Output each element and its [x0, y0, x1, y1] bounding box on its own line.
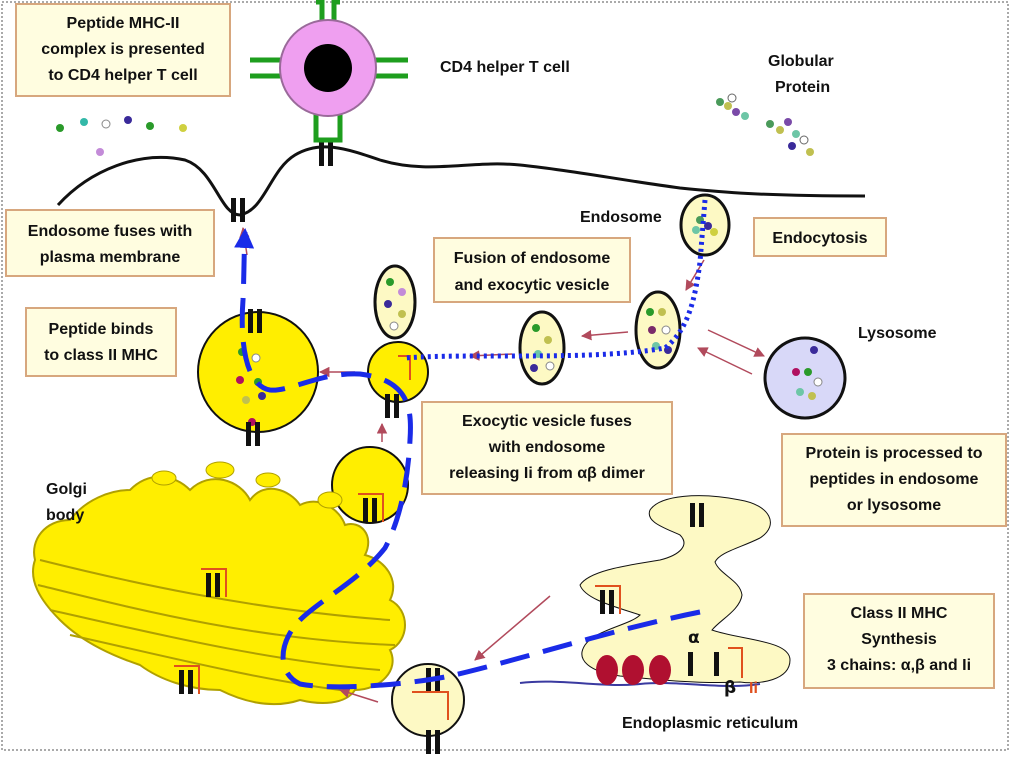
box-peptide-mhc-presented: Peptide MHC-II complex is presented to C…: [15, 3, 231, 97]
globular-protein-label-1: Globular: [768, 53, 834, 70]
svg-text:plasma membrane: plasma membrane: [40, 249, 181, 266]
globular-protein: [716, 93, 814, 156]
free-peptides: [56, 116, 187, 156]
box-fusion-endosome-exocytic: Fusion of endosome and exocytic vesicle: [433, 237, 631, 303]
plasma-membrane: [56, 145, 866, 217]
golgi-body: [32, 461, 406, 706]
svg-text:and exocytic vesicle: and exocytic vesicle: [455, 277, 610, 294]
box-exocytic-vesicle-fuses: Exocytic vesicle fuses with endosome rel…: [421, 401, 673, 495]
peptide-binding-vesicle: [197, 309, 319, 446]
box-peptide-binds: Peptide binds to class II MHC: [25, 307, 177, 377]
er-transport-vesicle: [391, 663, 465, 754]
ii-label: Ii: [749, 680, 758, 697]
box-endocytosis: Endocytosis: [753, 217, 887, 257]
box-protein-processed: Protein is processed to peptides in endo…: [781, 433, 1007, 527]
svg-text:with endosome: with endosome: [488, 439, 606, 456]
membrane-mhc-left: [231, 198, 245, 222]
exocytic-vesicle: [331, 446, 409, 524]
svg-text:Peptide MHC-II: Peptide MHC-II: [67, 15, 180, 32]
er-label: Endoplasmic reticulum: [622, 715, 798, 732]
svg-text:to class II MHC: to class II MHC: [44, 347, 158, 364]
svg-text:Endocytosis: Endocytosis: [772, 230, 867, 247]
svg-text:or lysosome: or lysosome: [847, 497, 941, 514]
svg-text:complex is presented: complex is presented: [41, 41, 205, 58]
endosome-vesicle: [679, 193, 731, 257]
endosome-label: Endosome: [580, 209, 662, 226]
lysosome: [763, 336, 847, 420]
cd4-t-cell: [250, 0, 408, 143]
alpha-label: α: [688, 628, 700, 648]
svg-text:Synthesis: Synthesis: [861, 631, 937, 648]
transport-vesicle: [518, 310, 566, 386]
beta-label: β: [724, 678, 736, 698]
golgi-label-2: body: [46, 507, 84, 524]
lysosome-label: Lysosome: [858, 325, 937, 342]
endosome-with-peptides: [634, 290, 682, 370]
svg-text:releasing Ii from αβ dimer: releasing Ii from αβ dimer: [449, 465, 645, 482]
svg-text:peptides in endosome: peptides in endosome: [810, 471, 979, 488]
svg-text:Peptide binds: Peptide binds: [49, 321, 154, 338]
t-cell-label: CD4 helper T cell: [440, 59, 570, 76]
box-class-ii-synthesis: Class II MHC Synthesis 3 chains: α,β and…: [803, 593, 995, 689]
fusing-vesicle: [367, 264, 429, 418]
golgi-label-1: Golgi: [46, 481, 87, 498]
box-endosome-fuses: Endosome fuses with plasma membrane: [5, 209, 215, 277]
svg-text:3 chains: α,β and Ii: 3 chains: α,β and Ii: [827, 657, 971, 674]
svg-text:to CD4 helper T cell: to CD4 helper T cell: [48, 67, 197, 84]
svg-text:Fusion of endosome: Fusion of endosome: [454, 250, 611, 267]
svg-text:Class II MHC: Class II MHC: [851, 605, 948, 622]
slide-border: [1, 1, 1009, 751]
svg-text:Exocytic vesicle fuses: Exocytic vesicle fuses: [462, 413, 632, 430]
svg-text:Protein is processed to: Protein is processed to: [806, 445, 983, 462]
mhc-route: [234, 228, 701, 690]
endoplasmic-reticulum: [519, 495, 791, 687]
globular-protein-label-2: Protein: [775, 79, 830, 96]
svg-text:Endosome fuses with: Endosome fuses with: [28, 223, 192, 240]
